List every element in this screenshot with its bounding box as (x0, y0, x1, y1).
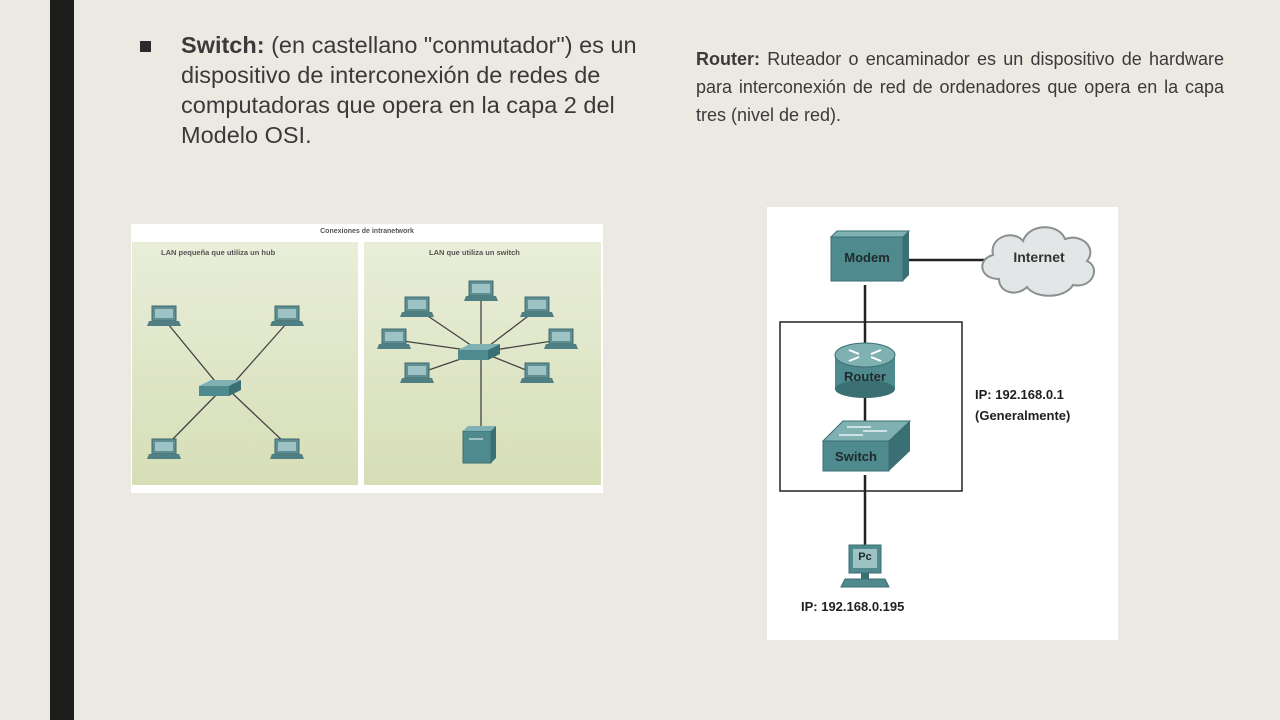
laptop-icon (146, 438, 182, 460)
pc-label: Pc (858, 551, 872, 563)
switch-term: Switch: (181, 32, 265, 58)
router-icon (834, 342, 896, 398)
switch-caption: LAN que utiliza un switch (429, 248, 520, 257)
server-icon (462, 426, 496, 464)
router-definition: Router: Ruteador o encaminador es un dis… (696, 45, 1224, 129)
hub-links (167, 323, 287, 445)
router-diagram-graphic (779, 226, 1095, 588)
pc-ip-label: IP: 192.168.0.195 (801, 599, 905, 614)
pc-icon (840, 544, 890, 588)
switch-definition: Switch: (en castellano "conmutador") es … (140, 30, 640, 150)
bullet-icon (140, 41, 151, 52)
laptop-icon (519, 296, 555, 318)
laptop-icon (519, 362, 555, 384)
laptop-icon (376, 328, 412, 350)
lan-diagram: Conexiones de intranetwork LAN pequeña q… (131, 224, 603, 493)
switch-body: (en castellano "conmutador") es un dispo… (181, 32, 637, 148)
modem-icon (829, 230, 911, 282)
laptop-icon (463, 280, 499, 302)
modem-label: Modem (844, 250, 890, 265)
router-term: Router: (696, 49, 760, 69)
router-ip-note: (Generalmente) (975, 408, 1071, 423)
router-ip-label: IP: 192.168.0.1 (975, 387, 1064, 402)
hub-caption: LAN pequeña que utiliza un hub (161, 248, 276, 257)
laptop-icon (543, 328, 579, 350)
laptop-icon (269, 305, 305, 327)
lan-boundary (779, 321, 963, 492)
laptop-icon (399, 296, 435, 318)
network-links (863, 258, 987, 545)
router-label: Router (844, 369, 886, 384)
left-accent-bar (50, 0, 74, 720)
laptop-icon (146, 305, 182, 327)
switch-device-icon (821, 420, 912, 472)
lan-diagram-graphic (131, 242, 603, 493)
internet-label: Internet (1013, 249, 1065, 265)
lan-diagram-title: Conexiones de intranetwork (320, 228, 414, 235)
router-diagram: Modem Internet Router Switch Pc IP: 192.… (767, 207, 1118, 640)
switch-label: Switch (835, 449, 877, 464)
laptop-icon (269, 438, 305, 460)
router-body: Ruteador o encaminador es un dispositivo… (696, 49, 1224, 125)
laptop-icon (399, 362, 435, 384)
internet-cloud-icon (981, 226, 1095, 297)
